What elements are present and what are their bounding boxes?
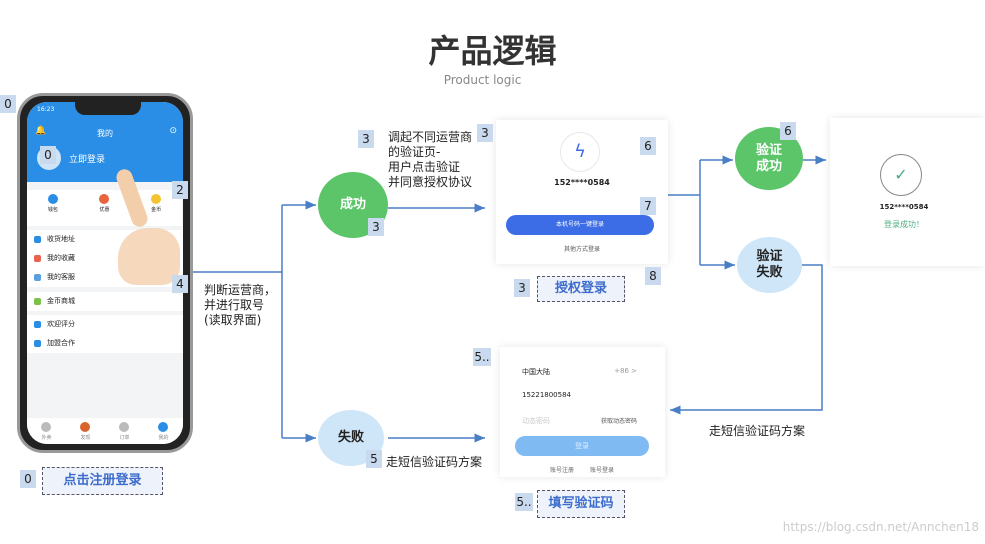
country-code[interactable]: +86 > — [614, 367, 637, 375]
account-login-link[interactable]: 账号登录 — [590, 467, 615, 474]
menu-service[interactable]: 我的客服 — [27, 268, 183, 287]
watermark: https://blog.csdn.net/Annchen18 — [782, 520, 979, 534]
settings-icon[interactable]: ⊙ — [169, 126, 177, 136]
menu-rate[interactable]: 欢迎评分 — [27, 315, 183, 334]
page-subtitle: Product logic — [443, 73, 522, 87]
sms-caption: 填写验证码 — [537, 490, 625, 518]
header-title: 我的 — [97, 129, 113, 138]
step-badge: 0 — [20, 470, 36, 488]
register-caption: 点击注册登录 — [42, 467, 163, 495]
judge-label: 判断运营商， 并进行取号 (读取界面) — [204, 283, 277, 327]
step-badge: 8 — [645, 267, 661, 285]
step-badge: 6 — [780, 122, 796, 140]
auth-login-caption: 授权登录 — [537, 276, 625, 302]
tab-bar: 外卖 发现 订单 我的 — [27, 418, 183, 444]
sms-login-card: 中国大陆 +86 > 15221800584 动态密码 获取动态密码 登录 账号… — [500, 347, 665, 477]
step-badge: 2 — [172, 181, 188, 199]
login-success-card: ✓ 152****0584 登录成功！ — [830, 118, 985, 266]
page-title: 产品逻辑 — [428, 32, 557, 70]
step-badge: 3 — [477, 124, 493, 142]
check-icon: ✓ — [880, 154, 922, 196]
menu-address[interactable]: 收货地址 — [27, 230, 183, 249]
step-badge: 3 — [368, 218, 384, 236]
coupon-item[interactable]: 优惠 — [99, 190, 109, 226]
hand-icon — [118, 228, 180, 285]
masked-phone: 152****0584 — [554, 178, 610, 187]
step-badge: 6 — [640, 137, 656, 155]
code-input[interactable]: 动态密码 — [522, 417, 550, 425]
menu-join[interactable]: 加盟合作 — [27, 334, 183, 353]
lightning-icon: ϟ — [560, 132, 600, 172]
phone-mockup: 16:23 🔔 我的 ⊙ 立即登录 钱包 优惠 金币 收货地址 我的收藏 我的客… — [17, 93, 193, 453]
success-message: 登录成功！ — [884, 220, 924, 229]
status-time: 16:23 — [37, 106, 55, 113]
step-badge: 3 — [514, 279, 530, 297]
sms-label-left: 走短信验证码方案 — [386, 455, 483, 469]
step-badge: 5 — [366, 450, 382, 468]
sms-label-right: 走短信验证码方案 — [709, 424, 806, 438]
get-code-button[interactable]: 获取动态密码 — [600, 418, 637, 425]
step-badge: 3 — [358, 130, 374, 148]
register-link[interactable]: 账号注册 — [550, 467, 575, 474]
menu-favorites[interactable]: 我的收藏 — [27, 249, 183, 268]
quick-icons: 钱包 优惠 金币 — [27, 190, 182, 226]
step-badge: 0 — [0, 95, 16, 113]
login-button[interactable]: 登录 — [515, 436, 649, 456]
bell-icon[interactable]: 🔔 — [35, 126, 47, 136]
auth-login-card: ϟ 152****0584 本机号码一键登录 其他方式登录 — [496, 120, 668, 264]
wallet-item[interactable]: 钱包 — [47, 190, 58, 226]
verify-fail-node: 验证 失败 — [737, 237, 802, 293]
coin-item[interactable]: 金币 — [151, 190, 161, 226]
login-link[interactable]: 立即登录 — [69, 155, 106, 165]
one-click-login-button[interactable]: 本机号码一键登录 — [506, 215, 654, 235]
phone-input[interactable]: 15221800584 — [522, 391, 571, 399]
tab-orders[interactable]: 订单 — [119, 418, 130, 444]
step-badge: 5.. — [473, 348, 491, 366]
step-badge: 0 — [40, 146, 56, 164]
tab-mine[interactable]: 我的 — [158, 418, 169, 444]
menu-coin-mall[interactable]: 金币商城 — [27, 292, 183, 311]
region-label[interactable]: 中国大陆 — [522, 368, 550, 376]
tab-discover[interactable]: 发现 — [80, 418, 91, 444]
success-phone: 152****0584 — [879, 203, 929, 211]
step-badge: 4 — [172, 275, 188, 293]
tab-takeout[interactable]: 外卖 — [41, 418, 52, 444]
other-login-link[interactable]: 其他方式登录 — [563, 246, 600, 253]
invoke-label: 调起不同运营商 的验证页- 用户点击验证 并同意授权协议 — [388, 130, 473, 189]
step-badge: 7 — [640, 197, 656, 215]
step-badge: 5.. — [515, 493, 533, 511]
